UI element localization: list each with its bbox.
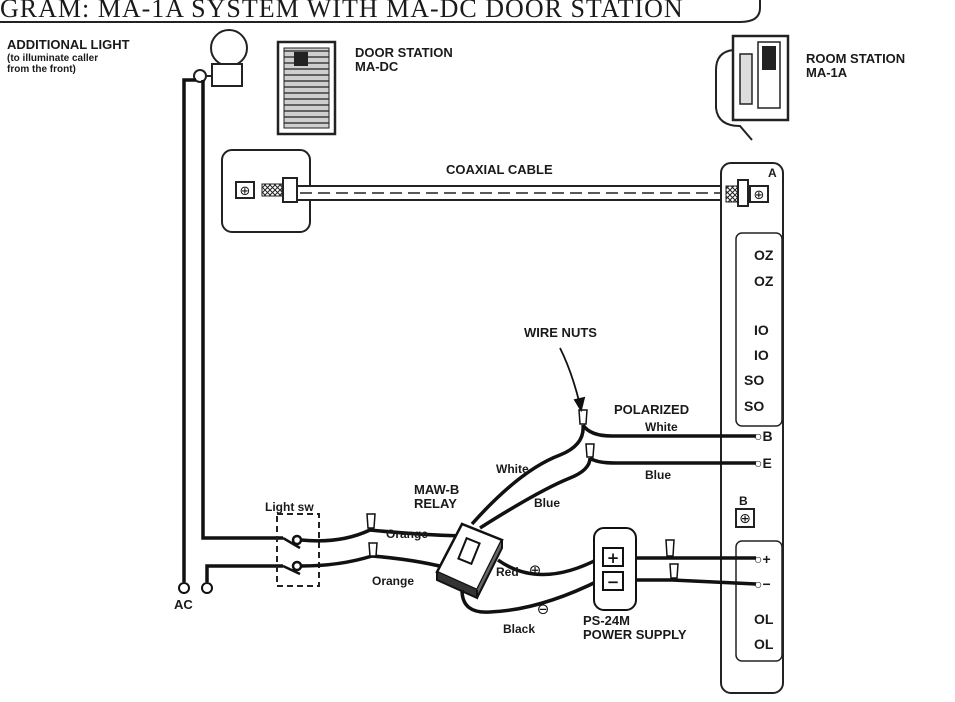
light-switch-box [276, 513, 320, 587]
terminal-e: ○E [754, 455, 772, 471]
terminal-block-upper [735, 232, 783, 427]
svg-text:⊕: ⊕ [754, 188, 765, 203]
light-switch-contacts [282, 534, 303, 576]
terminal-l2: OL [754, 636, 774, 652]
power-wire-nuts [665, 539, 679, 579]
terminal-b-ground-label: B [739, 494, 748, 508]
terminal-b: ○B [754, 428, 773, 444]
blue-wire-label-2: Blue [534, 496, 561, 510]
black-minus-symbol: ⊖ [537, 600, 550, 618]
white-wire-label-2: White [496, 462, 529, 476]
terminal-i2: IO [754, 347, 769, 363]
terminal-block-lower [735, 540, 783, 662]
page-title: GRAM: MA-1A SYSTEM WITH MA-DC DOOR STATI… [0, 0, 684, 23]
svg-text:−: − [607, 573, 620, 591]
ac-label: AC [174, 597, 193, 612]
orange-wire-label-2: Orange [372, 574, 415, 588]
terminal-z2: OZ [754, 273, 774, 289]
door-station-label: DOOR STATION [355, 45, 453, 60]
relay-label: RELAY [414, 496, 457, 511]
polarized-label: POLARIZED [614, 402, 690, 417]
relay-signal-wires [470, 424, 592, 530]
title-frame [0, 0, 761, 23]
power-supply-label: POWER SUPPLY [583, 627, 687, 642]
door-station-icon [276, 40, 337, 136]
terminal-plus: ○+ [754, 551, 771, 567]
relay-model-label: MAW-B [414, 482, 460, 497]
red-wire-label: Red [496, 565, 519, 579]
svg-text:⊕: ⊕ [240, 184, 251, 199]
terminal-minus-sign: − [762, 576, 771, 592]
terminal-a-label: A [768, 166, 777, 180]
coaxial-cable-label: COAXIAL CABLE [446, 162, 553, 177]
terminal-z1: OZ [754, 247, 774, 263]
terminal-s2: SO [744, 398, 765, 414]
svg-text:⊕: ⊕ [739, 511, 751, 527]
relay-box [435, 522, 504, 600]
terminal-l1: OL [754, 611, 774, 627]
terminal-minus: ○− [754, 576, 771, 592]
power-supply-box: + − [593, 527, 637, 611]
wire-nuts-label: WIRE NUTS [524, 325, 597, 340]
door-station-model: MA-DC [355, 59, 399, 74]
ground-terminal-b: ⊕ [735, 508, 755, 528]
light-switch-label: Light sw [265, 500, 314, 514]
power-supply-model: PS-24M [583, 613, 630, 628]
power-wires [460, 556, 757, 614]
terminal-plus-sign: + [762, 551, 771, 567]
coax-door-connector: ⊕ [235, 177, 298, 203]
terminal-b-letter: B [762, 428, 773, 444]
signal-wire-nuts [578, 409, 595, 458]
blue-wire-label-1: Blue [645, 468, 672, 482]
ac-terminal-1 [178, 582, 190, 594]
additional-light-note-1: (to illuminate caller [7, 53, 99, 64]
white-wire-label-1: White [645, 420, 678, 434]
red-plus-symbol: ⊕ [529, 561, 542, 579]
terminal-s1: SO [744, 372, 765, 388]
black-wire-label: Black [503, 622, 536, 636]
svg-text:+: + [607, 549, 620, 567]
room-station-icon [715, 34, 790, 141]
coaxial-cable [296, 185, 728, 201]
additional-light-label: ADDITIONAL LIGHT [7, 37, 130, 52]
ac-terminal-2 [201, 582, 213, 594]
additional-light-note-2: from the front) [7, 64, 76, 75]
wire-nuts-arrow [559, 347, 586, 413]
terminal-e-letter: E [762, 455, 772, 471]
ac-wiring [182, 78, 283, 582]
terminal-i1: IO [754, 322, 769, 338]
switch-wire-nuts [366, 513, 378, 557]
room-station-label: ROOM STATION [806, 51, 906, 66]
orange-wires [300, 528, 464, 572]
polarized-wires [581, 423, 756, 465]
orange-wire-label-1: Orange [386, 527, 429, 541]
room-station-model: MA-1A [806, 65, 848, 80]
light-bulb-icon [193, 29, 248, 87]
coax-room-connector: ⊕ [725, 179, 769, 207]
